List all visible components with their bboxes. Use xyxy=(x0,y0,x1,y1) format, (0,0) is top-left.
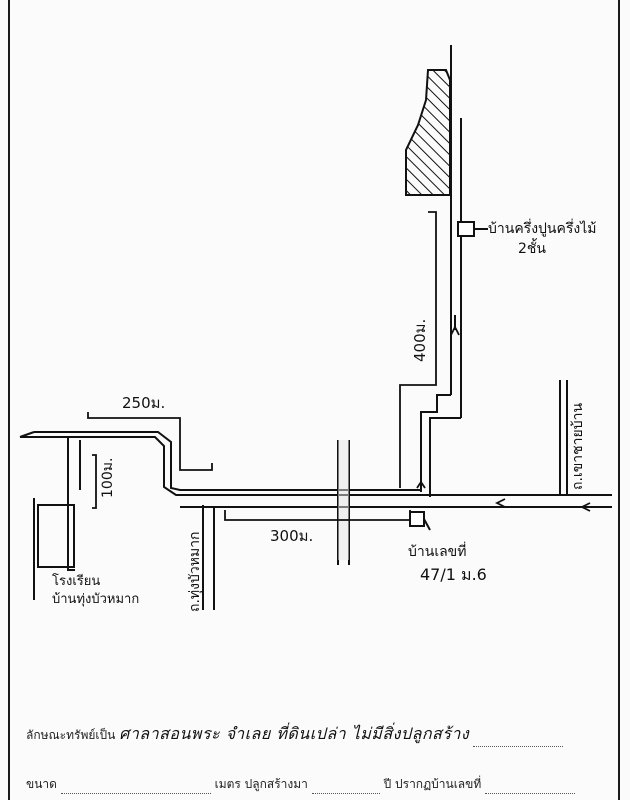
distance-300-label: 300ม. xyxy=(270,527,313,545)
property-label: ลักษณะทรัพย์เป็น xyxy=(26,728,116,742)
property-row: ลักษณะทรัพย์เป็น ศาลาสอนพระ จำเลย ที่ดิน… xyxy=(26,722,564,747)
school-box xyxy=(33,498,75,600)
property-dotline xyxy=(473,734,564,747)
meter-built-label: เมตร ปลูกสร้างมา xyxy=(214,777,308,791)
dimension-250 xyxy=(87,412,213,471)
school-label-line1: โรงเรียน xyxy=(52,573,100,589)
distance-250-label: 250ม. xyxy=(122,394,165,412)
main-road xyxy=(19,380,612,508)
size-label: ขนาด xyxy=(26,777,57,791)
built-dotline xyxy=(311,781,380,794)
target-house-marker xyxy=(409,511,431,531)
house-top-marker xyxy=(457,221,488,237)
dimension-300 xyxy=(224,510,411,521)
year-house-label: ปี ปรากฏบ้านเลขที่ xyxy=(383,777,482,791)
target-house-number: 47/1 ม.6 xyxy=(420,565,487,584)
house-number-dotline xyxy=(485,781,576,794)
size-dotline xyxy=(60,781,211,794)
distance-400-label: 400ม. xyxy=(411,319,429,362)
dimension-100 xyxy=(92,454,97,509)
road-left-label: ถ.ทุ่งบัวหมาก xyxy=(187,531,203,612)
road-shading xyxy=(338,440,349,560)
size-row: ขนาด เมตร ปลูกสร้างมา ปี ปรากฏบ้านเลขที่ xyxy=(26,775,576,794)
house-top-floors-label: 2ชั้น xyxy=(518,238,546,257)
property-value: ศาลาสอนพระ จำเลย ที่ดินเปล่า ไม่มีสิ่งปล… xyxy=(119,724,470,743)
target-house-label: บ้านเลขที่ xyxy=(408,542,466,560)
road-arrows xyxy=(416,324,591,512)
document-frame xyxy=(8,0,620,800)
hatched-building xyxy=(405,69,451,196)
house-top-label: บ้านครึ่งปูนครึ่งไม้ xyxy=(488,219,597,237)
school-label-line2: บ้านทุ่งบัวหมาก xyxy=(52,592,139,607)
left-lower-road xyxy=(67,437,215,610)
road-right-label: ถ.เขาชายบ้าน xyxy=(570,403,586,490)
distance-100-label: 100ม. xyxy=(100,458,116,498)
dimension-400 xyxy=(399,211,437,488)
